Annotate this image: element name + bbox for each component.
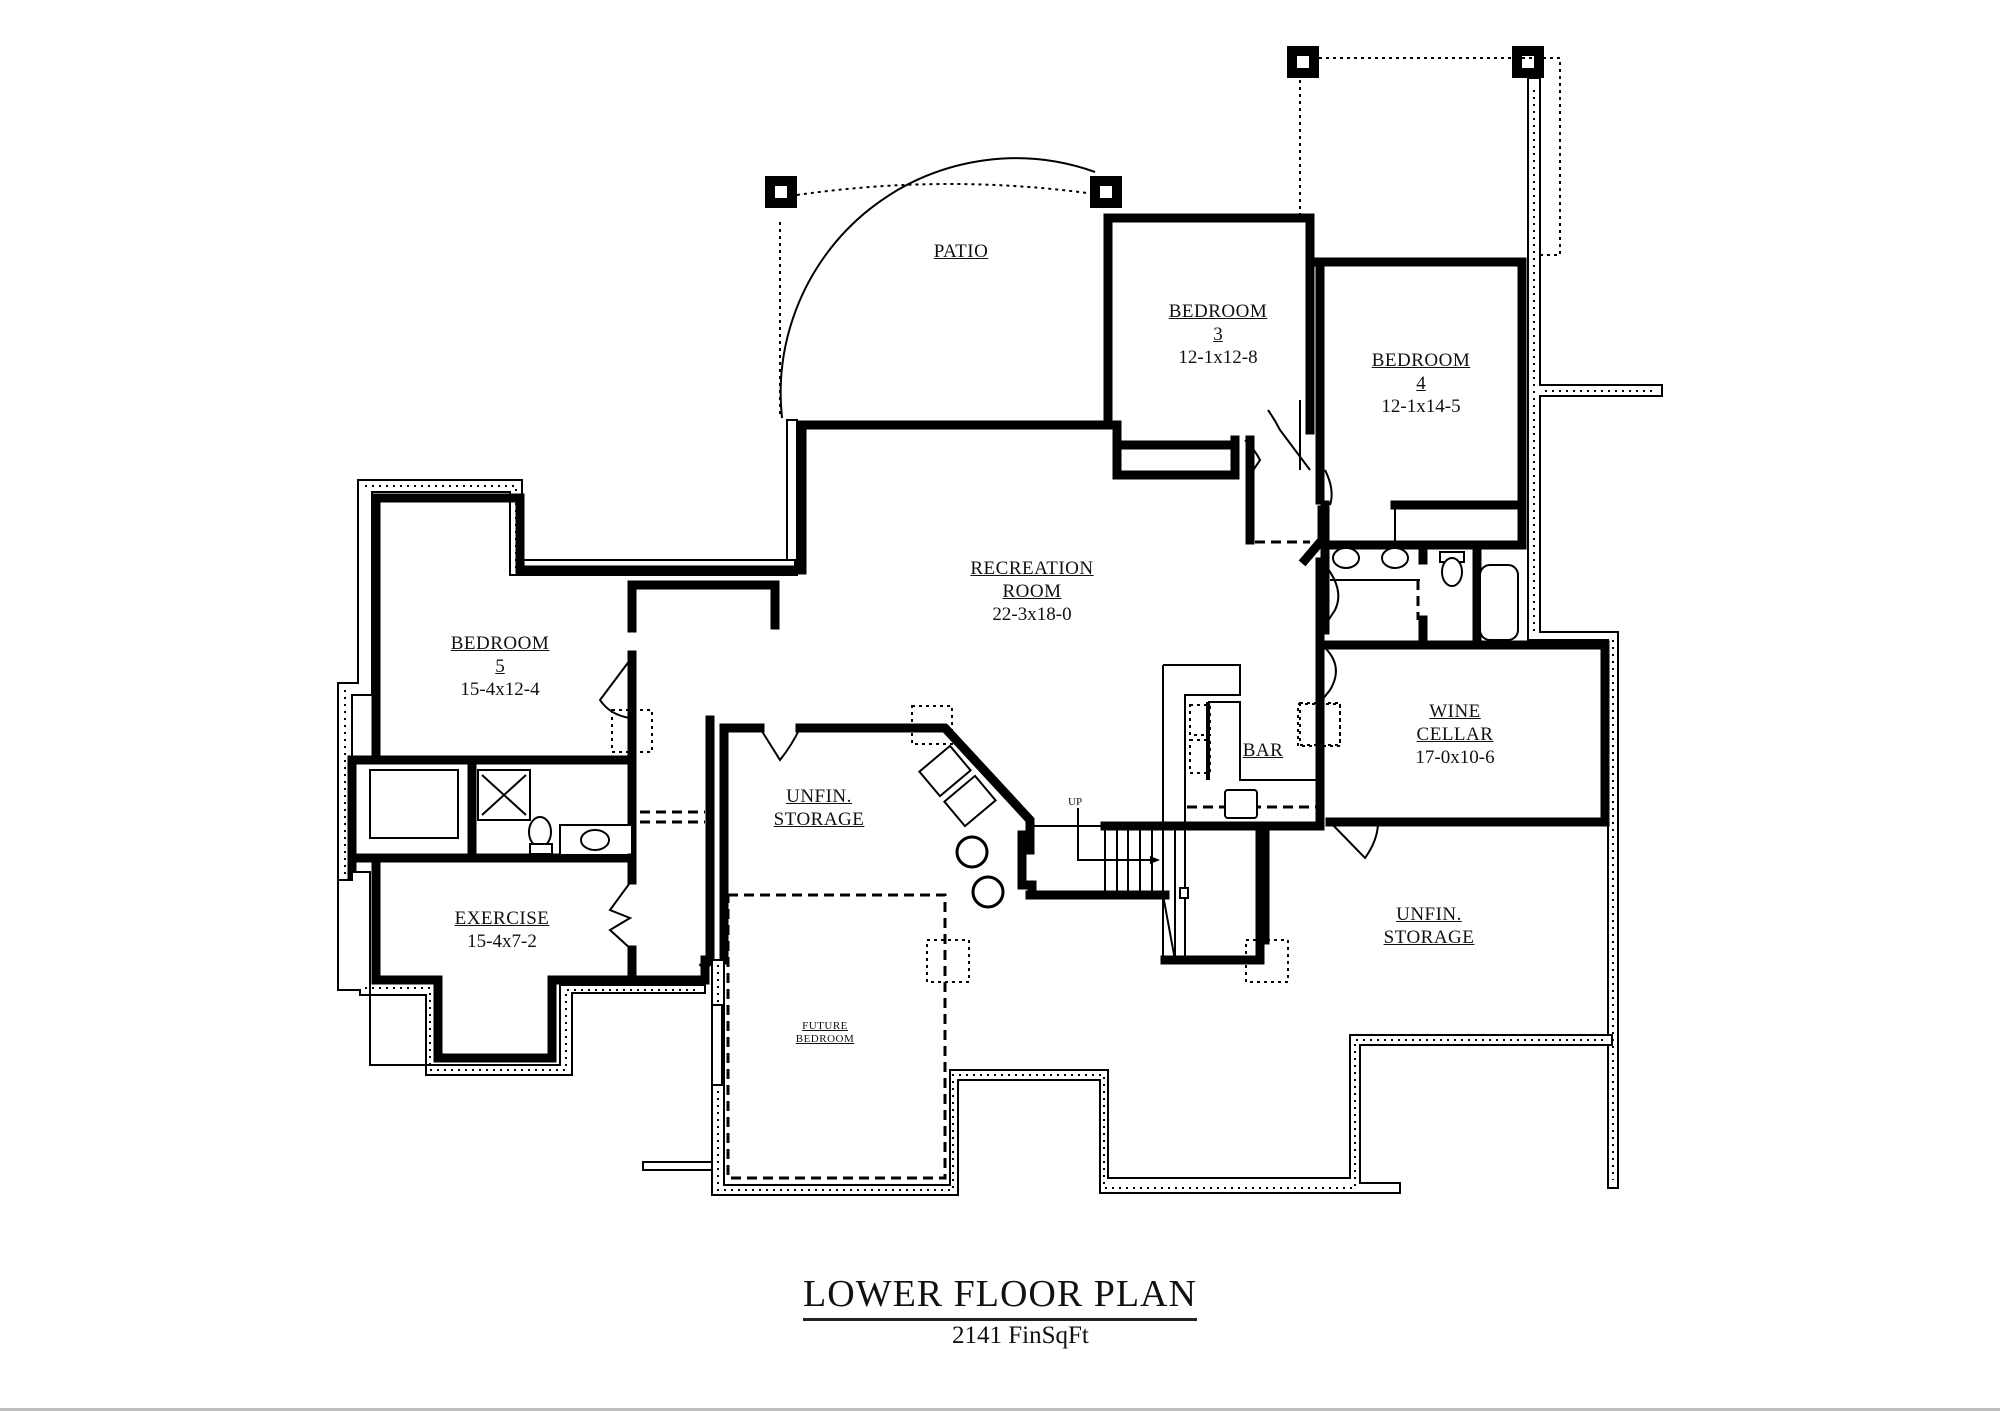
bar-sink-icon (1224, 789, 1258, 819)
room-label-future-bedroom: FUTURE BEDROOM (796, 1020, 855, 1046)
porch-post-right-icon (1512, 46, 1544, 78)
patio-outline (789, 183, 1109, 197)
patio-post-left-icon (765, 176, 797, 208)
room-name: BEDROOM (1168, 301, 1268, 322)
room-name-line2: ROOM (1002, 581, 1062, 602)
room-name: BEDROOM (450, 633, 550, 654)
room-number: 3 (1213, 324, 1223, 345)
room-label-unfin-storage-left: UNFIN. STORAGE (774, 785, 865, 831)
room-label-bar: BAR (1243, 739, 1284, 762)
room-number: 4 (1416, 373, 1426, 394)
room-dimensions: 22-3x18-0 (992, 604, 1072, 625)
room-label-recreation-room: RECREATION ROOM 22-3x18-0 (970, 557, 1093, 626)
room-label-bedroom-4: BEDROOM 4 12-1x14-5 (1372, 349, 1471, 418)
room-dimensions: 15-4x7-2 (467, 931, 537, 952)
room-label-wine-cellar: WINE CELLAR 17-0x10-6 (1415, 700, 1494, 769)
water-heater-icon (955, 835, 989, 869)
sink-icon (580, 829, 610, 851)
room-name: RECREATION (970, 558, 1094, 579)
porch-post-left-icon (1287, 46, 1319, 78)
room-number: 5 (495, 656, 505, 677)
bottom-divider (0, 1408, 2000, 1411)
room-dimensions: 15-4x12-4 (460, 679, 540, 700)
room-dimensions: 12-1x12-8 (1178, 347, 1258, 368)
room-dimensions: 17-0x10-6 (1415, 747, 1495, 768)
toilet-icon (528, 816, 552, 848)
patio-post-right-icon (1090, 176, 1122, 208)
room-name: UNFIN. (786, 786, 852, 807)
sink-icon (1332, 547, 1360, 569)
room-name-line2: CELLAR (1416, 724, 1494, 745)
room-name-line2: STORAGE (773, 809, 865, 830)
plan-title: LOWER FLOOR PLAN (803, 1272, 1197, 1321)
plan-subtitle: 2141 FinSqFt (952, 1322, 1089, 1349)
room-name: FUTURE (802, 1020, 848, 1032)
shower-icon (477, 769, 531, 821)
stair-up-label: UP (1068, 796, 1083, 808)
sink-icon (1381, 547, 1409, 569)
room-label-bedroom-3: BEDROOM 3 12-1x12-8 (1169, 300, 1268, 369)
room-label-bedroom-5: BEDROOM 5 15-4x12-4 (451, 632, 550, 701)
room-name-line2: STORAGE (1383, 927, 1475, 948)
water-heater-icon (971, 875, 1005, 909)
title-block: LOWER FLOOR PLAN (0, 1272, 2000, 1321)
patio-arc (779, 157, 1096, 419)
room-name-line2: BEDROOM (795, 1033, 855, 1045)
room-name: EXERCISE (454, 908, 550, 929)
furnace-icon (942, 774, 998, 828)
room-name: BAR (1242, 740, 1284, 761)
room-name: BEDROOM (1371, 350, 1471, 371)
room-label-unfin-storage-right: UNFIN. STORAGE (1384, 903, 1475, 949)
room-name: PATIO (933, 241, 989, 262)
room-name: WINE (1429, 701, 1481, 722)
room-name: UNFIN. (1396, 904, 1462, 925)
room-dimensions: 12-1x14-5 (1381, 396, 1461, 417)
room-label-exercise: EXERCISE 15-4x7-2 (455, 907, 550, 953)
room-label-patio: PATIO (934, 240, 989, 263)
furnace-icon (917, 744, 973, 798)
bathtub-icon (1479, 564, 1519, 641)
